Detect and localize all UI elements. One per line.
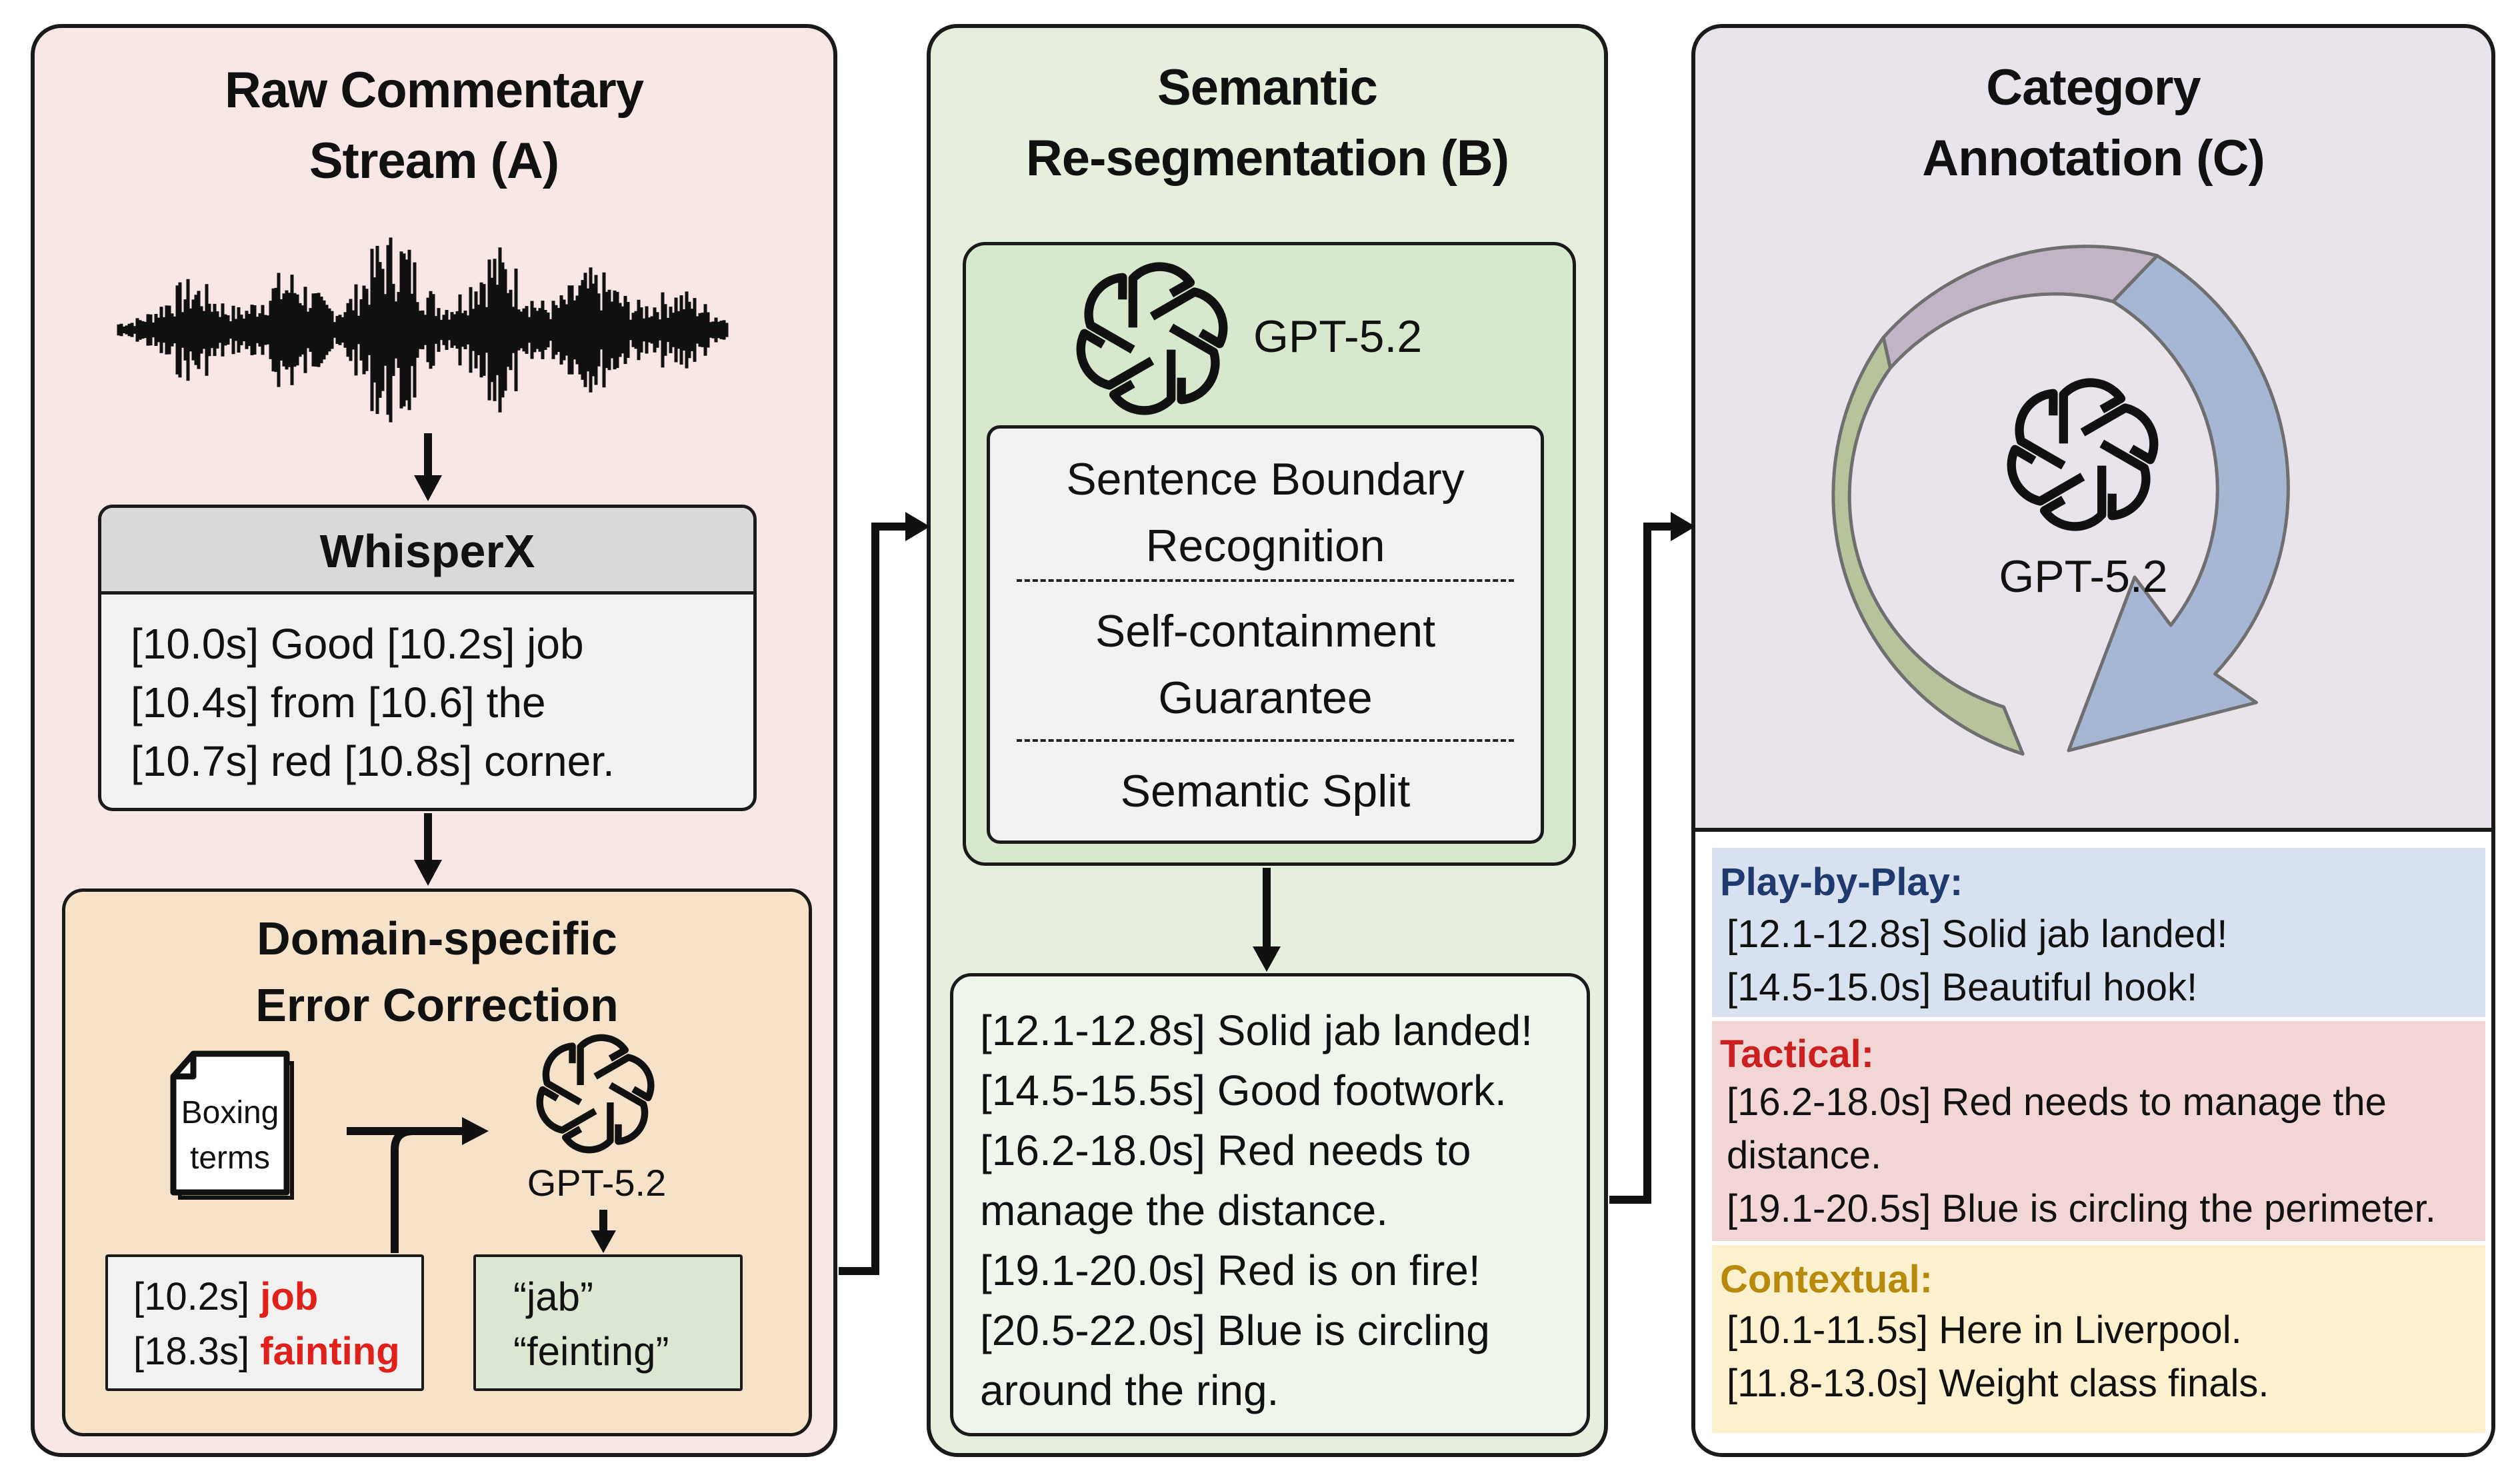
output-line: [19.1-20.0s] Red is on fire! xyxy=(980,1246,1481,1294)
step-divider xyxy=(1017,739,1514,742)
category-line: [19.1-20.5s] Blue is circling the perime… xyxy=(1727,1187,2436,1230)
whisperx-transcript: [10.0s] Good [10.2s] job [10.4s] from [1… xyxy=(131,615,615,790)
category-line: [11.8-13.0s] Weight class finals. xyxy=(1727,1362,2269,1405)
output-line: [20.5-22.0s] Blue is circling xyxy=(980,1306,1490,1354)
step-label: Recognition xyxy=(1145,521,1385,571)
output-line: [14.5-15.5s] Good footwork. xyxy=(980,1066,1507,1114)
error-line: [18.3s] fainting xyxy=(133,1325,400,1378)
whisperx-header: WhisperX xyxy=(101,508,753,595)
step-label: Guarantee xyxy=(1158,673,1373,723)
category-line: distance. xyxy=(1727,1134,1882,1177)
panel-a-title-line2: Stream (A) xyxy=(309,133,559,189)
whisperx-header-label: WhisperX xyxy=(319,525,535,577)
category-line: [14.5-15.0s] Beautiful hook! xyxy=(1727,966,2198,1009)
category-play-by-play: Play-by-Play: [12.1-12.8s] Solid jab lan… xyxy=(1712,848,2485,1017)
panel-c-title-line2: Annotation (C) xyxy=(1922,130,2265,187)
panel-c-title-line1: Category xyxy=(1986,59,2201,116)
panel-a-title-line1: Raw Commentary xyxy=(225,62,644,119)
whisperx-line: [10.7s] red [10.8s] corner. xyxy=(131,737,615,785)
panel-b-title-line1: Semantic xyxy=(1157,59,1378,116)
document-label-line1: Boxing xyxy=(181,1095,279,1130)
corrected-word: “feinting” xyxy=(513,1329,669,1374)
step-label: Semantic Split xyxy=(1120,766,1411,816)
output-line: around the ring. xyxy=(980,1366,1279,1414)
category-name: Contextual: xyxy=(1720,1258,1933,1301)
category-line: [16.2-18.0s] Red needs to manage the xyxy=(1727,1080,2387,1124)
corrected-words-box: “jab” “feinting” xyxy=(473,1254,743,1391)
error-time: [18.3s] xyxy=(133,1330,250,1373)
error-correction-title-line2: Error Correction xyxy=(255,979,619,1031)
output-line: [12.1-12.8s] Solid jab landed! xyxy=(980,1006,1533,1054)
error-word: job xyxy=(260,1275,319,1318)
error-words-box: [10.2s] job [18.3s] fainting xyxy=(105,1254,424,1391)
resegmentation-model-label: GPT-5.2 xyxy=(1253,311,1423,362)
panel-c-divider xyxy=(1695,828,2491,832)
category-line: [12.1-12.8s] Solid jab landed! xyxy=(1727,912,2228,956)
correction-model-label: GPT-5.2 xyxy=(527,1162,667,1204)
category-name: Play-by-Play: xyxy=(1720,860,1963,904)
arrow-panel-b-to-c xyxy=(1609,523,1672,1204)
resegmentation-steps-box: Sentence Boundary Recognition Self-conta… xyxy=(987,425,1544,844)
output-lines: [12.1-12.8s] Solid jab landed! [14.5-15.… xyxy=(980,1000,1533,1420)
document-icon: Boxing terms xyxy=(167,1050,294,1200)
output-line: manage the distance. xyxy=(980,1186,1388,1234)
step-divider xyxy=(1017,579,1514,582)
category-contextual: Contextual: [10.1-11.5s] Here in Liverpo… xyxy=(1712,1245,2485,1433)
whisperx-line: [10.0s] Good [10.2s] job xyxy=(131,620,584,668)
whisperx-box: WhisperX [10.0s] Good [10.2s] job [10.4s… xyxy=(98,505,757,811)
arrow-errors-to-gpt xyxy=(391,1127,414,1253)
error-time: [10.2s] xyxy=(133,1275,250,1318)
category-name: Tactical: xyxy=(1720,1032,1875,1076)
error-word: fainting xyxy=(260,1330,400,1373)
whisperx-line: [10.4s] from [10.6] the xyxy=(131,679,546,727)
panel-b-title-line2: Re-segmentation (B) xyxy=(1025,130,1509,187)
step-label: Self-containment xyxy=(1095,606,1436,657)
output-line: [16.2-18.0s] Red needs to xyxy=(980,1126,1471,1174)
arrow-panel-a-to-b xyxy=(839,523,907,1275)
document-label-line2: terms xyxy=(190,1140,270,1176)
cycle-model-label: GPT-5.2 xyxy=(1999,551,2168,602)
error-line: [10.2s] job xyxy=(133,1270,318,1324)
resegmented-output-box: [12.1-12.8s] Solid jab landed! [14.5-15.… xyxy=(950,973,1590,1436)
corrected-word: “jab” xyxy=(513,1274,594,1319)
category-tactical: Tactical: [16.2-18.0s] Red needs to mana… xyxy=(1712,1021,2485,1241)
step-label: Sentence Boundary xyxy=(1066,454,1465,505)
error-correction-title-line1: Domain-specific xyxy=(257,912,617,964)
category-line: [10.1-11.5s] Here in Liverpool. xyxy=(1727,1308,2242,1352)
